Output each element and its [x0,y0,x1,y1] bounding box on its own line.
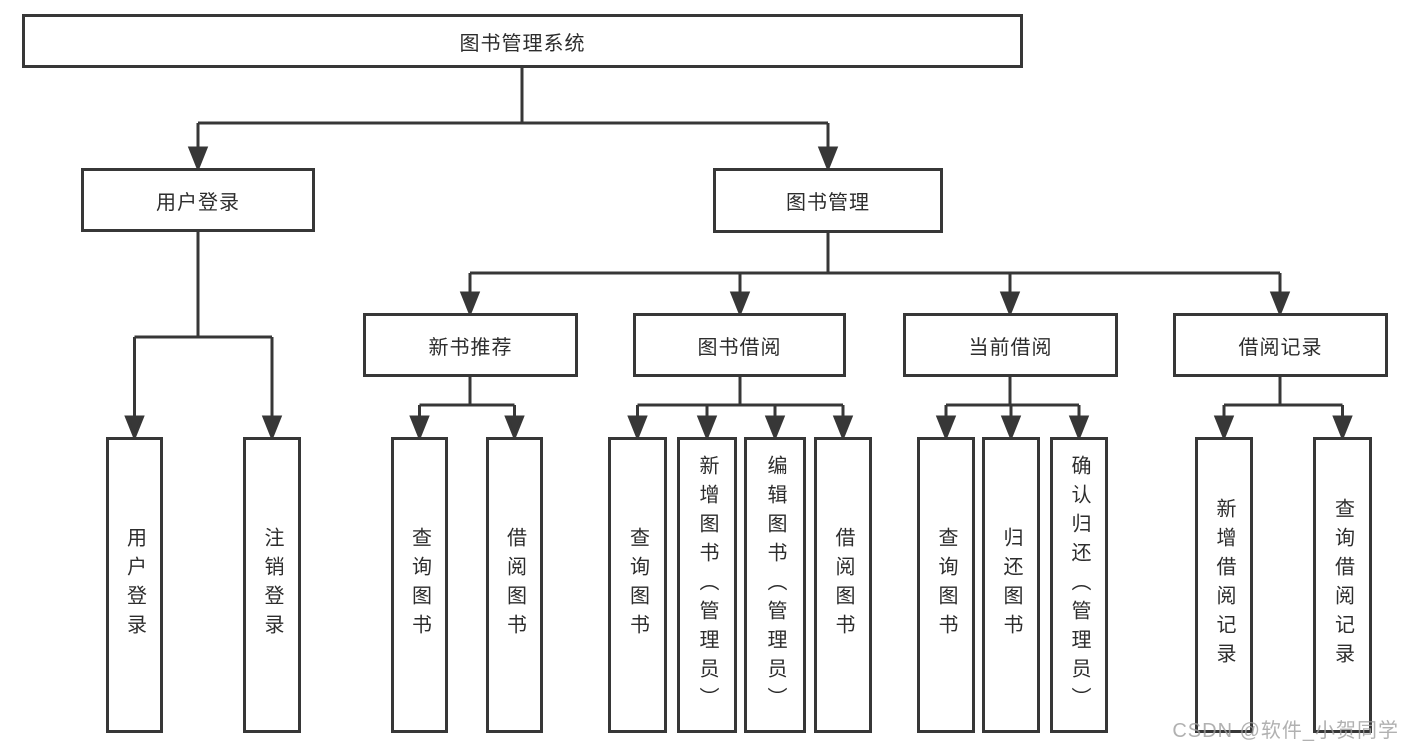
leaf-add-book-admin-label: 新增图书（管理员） [696,454,718,716]
arrow-leaf-user-login [124,337,145,442]
leaf-query-books-recommend: 查询图书 [391,437,448,733]
leaf-borrow-books-recommend-label: 借阅图书 [503,527,526,643]
node-new-book-recommend: 新书推荐 [363,313,578,377]
arrow-leaf-add-record [1213,405,1235,442]
leaf-return-book-label: 归还图书 [1000,527,1022,643]
arrow-leaf-add-book [696,405,718,442]
leaf-add-borrow-record-label: 新增借阅记录 [1213,498,1235,672]
leaf-confirm-return-admin: 确认归还（管理员） [1050,437,1108,733]
arrow-borrow-records [1269,273,1291,318]
connector-lines [124,68,1353,442]
leaf-confirm-return-admin-label: 确认归还（管理员） [1068,454,1090,716]
node-book-management-label: 图书管理 [786,192,870,214]
arrow-new-book-recommend [459,273,481,318]
arrow-user-login [187,123,209,173]
leaf-logout: 注销登录 [243,437,301,733]
leaf-add-borrow-record: 新增借阅记录 [1195,437,1253,733]
node-new-book-recommend-label: 新书推荐 [428,336,513,359]
leaf-logout-label: 注销登录 [261,527,283,643]
leaf-edit-book-admin-label: 编辑图书（管理员） [764,454,786,716]
leaf-query-books-borrow: 查询图书 [608,437,667,733]
arrow-leaf-edit-book [764,405,786,442]
leaf-user-login: 用户登录 [106,437,163,733]
arrow-book-management [817,123,839,173]
leaf-return-book: 归还图书 [982,437,1040,733]
leaf-borrow-books: 借阅图书 [814,437,872,733]
node-root: 图书管理系统 [22,14,1023,68]
arrow-leaf-return-book [1000,405,1022,442]
leaf-query-books-current-label: 查询图书 [935,527,957,643]
arrow-book-borrow [729,273,751,318]
leaf-query-books-current: 查询图书 [917,437,975,733]
arrow-leaf-logout [261,337,283,442]
node-user-login: 用户登录 [81,168,315,232]
arrow-leaf-query-books-1 [409,405,430,442]
leaf-user-login-label: 用户登录 [123,527,146,643]
leaf-query-borrow-record-label: 查询借阅记录 [1331,498,1354,672]
arrow-leaf-query-books-2 [627,405,648,442]
node-book-borrow-label: 图书借阅 [697,336,782,359]
arrow-current-borrow [999,273,1021,318]
node-current-borrow: 当前借阅 [903,313,1118,377]
leaf-query-books-recommend-label: 查询图书 [408,527,431,643]
node-borrow-records-label: 借阅记录 [1238,336,1323,359]
node-user-login-label: 用户登录 [156,191,240,214]
arrow-leaf-confirm-return [1068,405,1090,442]
node-borrow-records: 借阅记录 [1173,313,1388,377]
csdn-watermark: CSDN @软件_小贺同学 [1172,720,1399,742]
arrow-leaf-query-record [1332,405,1353,442]
node-current-borrow-label: 当前借阅 [968,336,1053,359]
node-root-label: 图书管理系统 [459,32,586,55]
leaf-borrow-books-label: 借阅图书 [832,527,854,643]
arrow-leaf-query-books-3 [935,405,957,442]
node-book-borrow: 图书借阅 [633,313,846,377]
leaf-add-book-admin: 新增图书（管理员） [677,437,737,733]
leaf-query-books-borrow-label: 查询图书 [626,527,649,643]
node-book-management: 图书管理 [713,168,943,233]
leaf-edit-book-admin: 编辑图书（管理员） [744,437,806,733]
leaf-query-borrow-record: 查询借阅记录 [1313,437,1372,733]
arrow-leaf-borrow-books-1 [504,405,525,442]
arrow-leaf-borrow-books-2 [832,405,854,442]
leaf-borrow-books-recommend: 借阅图书 [486,437,543,733]
